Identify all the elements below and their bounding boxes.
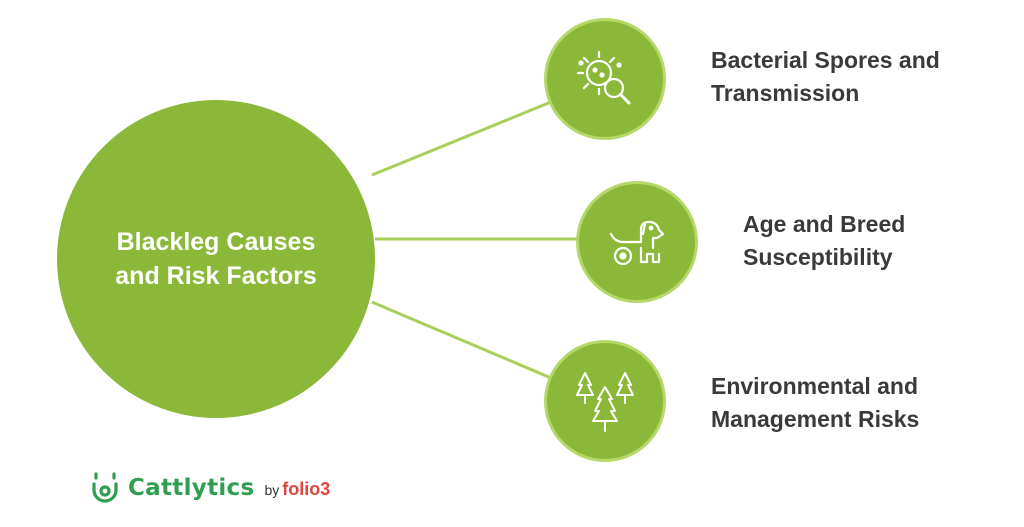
node-label-age-breed: Age and Breed Susceptibility [743, 211, 906, 270]
pine-trees-icon [576, 372, 634, 432]
central-topic-circle: Blackleg Causes and Risk Factors [57, 100, 375, 418]
node-label-environmental: Environmental and Management Risks [711, 373, 920, 432]
brand-partner: folio3 [282, 478, 331, 499]
brand-by: by [264, 482, 280, 498]
central-topic-title: Blackleg Causes and Risk Factors [115, 228, 317, 290]
brand-name: Cattlytics [128, 475, 255, 501]
node-label-bacterial-spores: Bacterial Spores and Transmission [711, 47, 940, 106]
dog-pull-toy-icon [609, 220, 665, 266]
connector-bottom [371, 300, 552, 380]
cattlytics-logo-icon [92, 472, 118, 503]
node-bacterial-spores [544, 18, 666, 140]
bacteria-magnifier-icon [576, 50, 631, 105]
node-environmental [544, 340, 666, 462]
node-age-breed [576, 181, 698, 303]
brand-logo: Cattlytics by folio3 [90, 468, 330, 508]
connector-top [371, 100, 552, 177]
